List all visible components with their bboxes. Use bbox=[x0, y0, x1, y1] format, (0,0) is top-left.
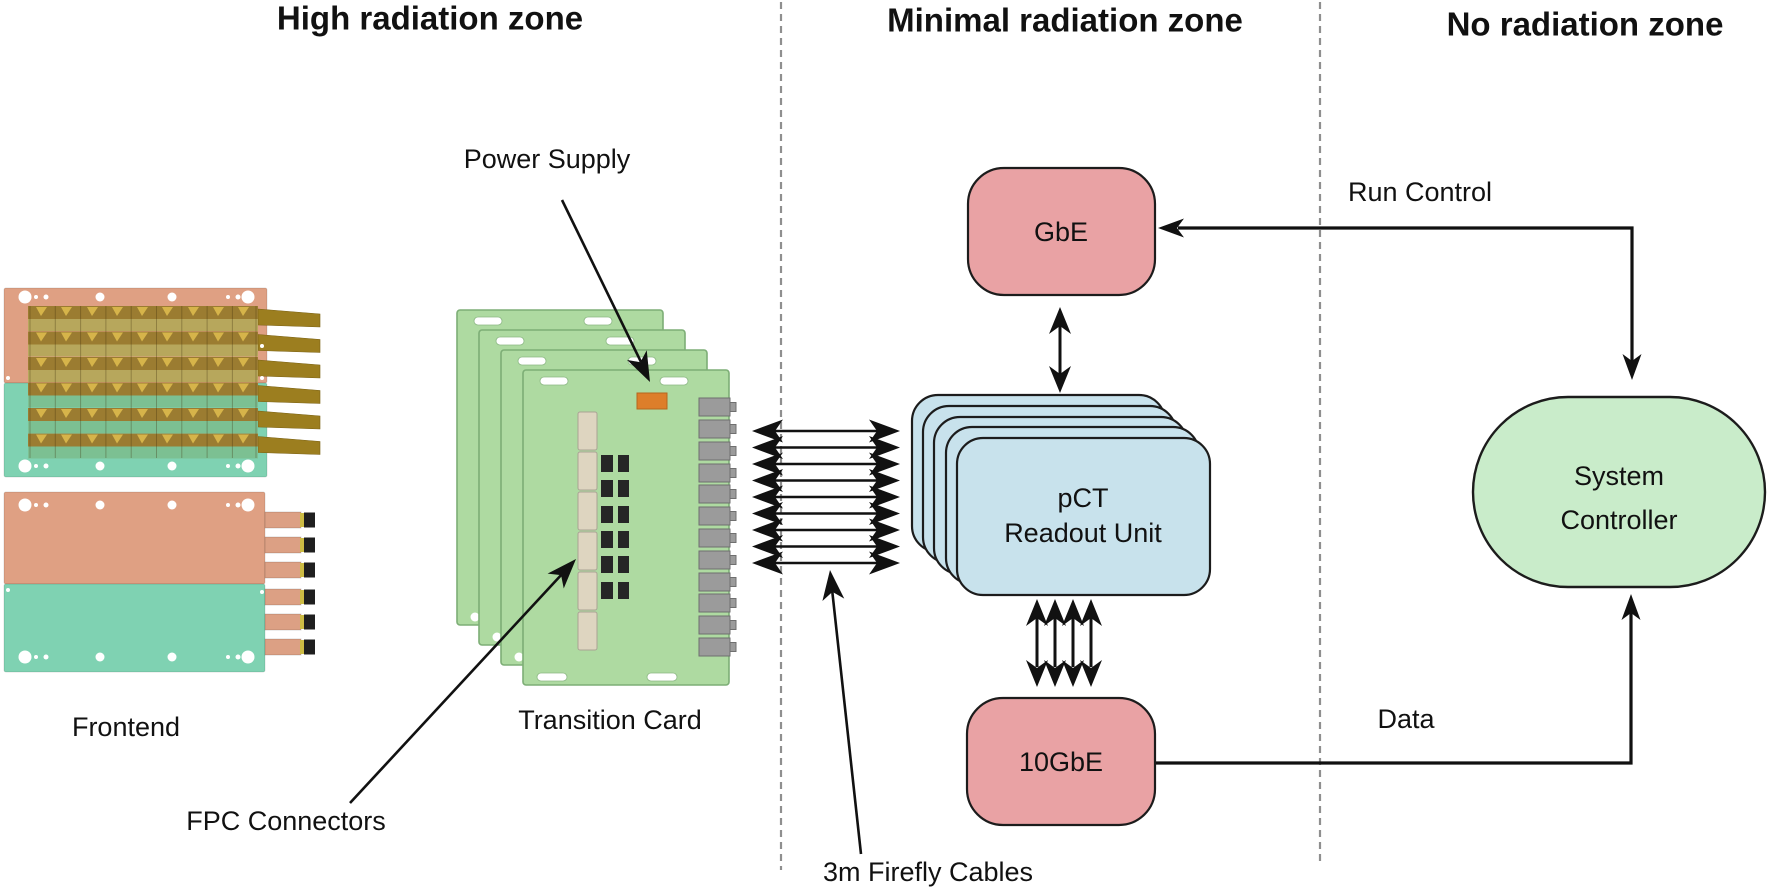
run-control-arrow: Run Control bbox=[1158, 177, 1642, 380]
readout-unit-stack: pCT Readout Unit bbox=[910, 393, 1212, 597]
firefly-cables-pointer: 3m Firefly Cables bbox=[819, 568, 1033, 887]
edge-connectors bbox=[698, 397, 737, 657]
power-supply-pointer: Power Supply bbox=[464, 144, 660, 387]
frontend-flex-cables bbox=[257, 308, 321, 455]
frontend-label: Frontend bbox=[72, 712, 180, 742]
frontend-flex-tabs bbox=[264, 511, 315, 656]
readout-tengbe-arrows bbox=[1026, 599, 1102, 687]
zone-title-none: No radiation zone bbox=[1447, 6, 1724, 43]
frontend-board-assembled bbox=[3, 287, 321, 478]
system-controller-label-line1: System bbox=[1574, 461, 1664, 491]
component-grid bbox=[601, 455, 629, 599]
system-controller-box: System Controller bbox=[1471, 395, 1767, 589]
readout-unit-label-line2: Readout Unit bbox=[1004, 518, 1162, 548]
zone-title-minimal: Minimal radiation zone bbox=[887, 2, 1243, 39]
wirebond-marks bbox=[36, 307, 249, 444]
data-label: Data bbox=[1377, 704, 1435, 734]
zone-title-high: High radiation zone bbox=[277, 0, 583, 37]
mounting-holes-top-board bbox=[6, 290, 264, 473]
fpc-connectors-label: FPC Connectors bbox=[186, 806, 386, 836]
transition-card-front bbox=[522, 369, 737, 686]
ten-gbe-label: 10GbE bbox=[1019, 747, 1103, 777]
transition-card-stack bbox=[456, 309, 737, 686]
frontend-board-bare bbox=[3, 491, 315, 673]
mounting-holes-bare-board bbox=[6, 498, 264, 664]
readout-unit-label-line1: pCT bbox=[1057, 483, 1108, 513]
fpc-connectors-pointer: FPC Connectors bbox=[186, 551, 585, 836]
gbe-label: GbE bbox=[1034, 217, 1088, 247]
gbe-readout-arrow bbox=[1049, 307, 1071, 393]
frontend-chip-rows bbox=[28, 306, 258, 459]
run-control-label: Run Control bbox=[1348, 177, 1492, 207]
firefly-cable-bundle bbox=[752, 419, 900, 575]
ten-gbe-box: 10GbE bbox=[965, 696, 1157, 827]
firefly-cables-label: 3m Firefly Cables bbox=[823, 857, 1033, 887]
power-supply-chip bbox=[636, 392, 668, 410]
transition-card-label: Transition Card bbox=[518, 705, 702, 735]
fpc-connector-strips bbox=[577, 411, 598, 651]
power-supply-label: Power Supply bbox=[464, 144, 631, 174]
system-controller-label-line2: Controller bbox=[1560, 505, 1677, 535]
data-arrow: Data bbox=[1156, 594, 1641, 765]
gbe-box: GbE bbox=[966, 166, 1157, 297]
